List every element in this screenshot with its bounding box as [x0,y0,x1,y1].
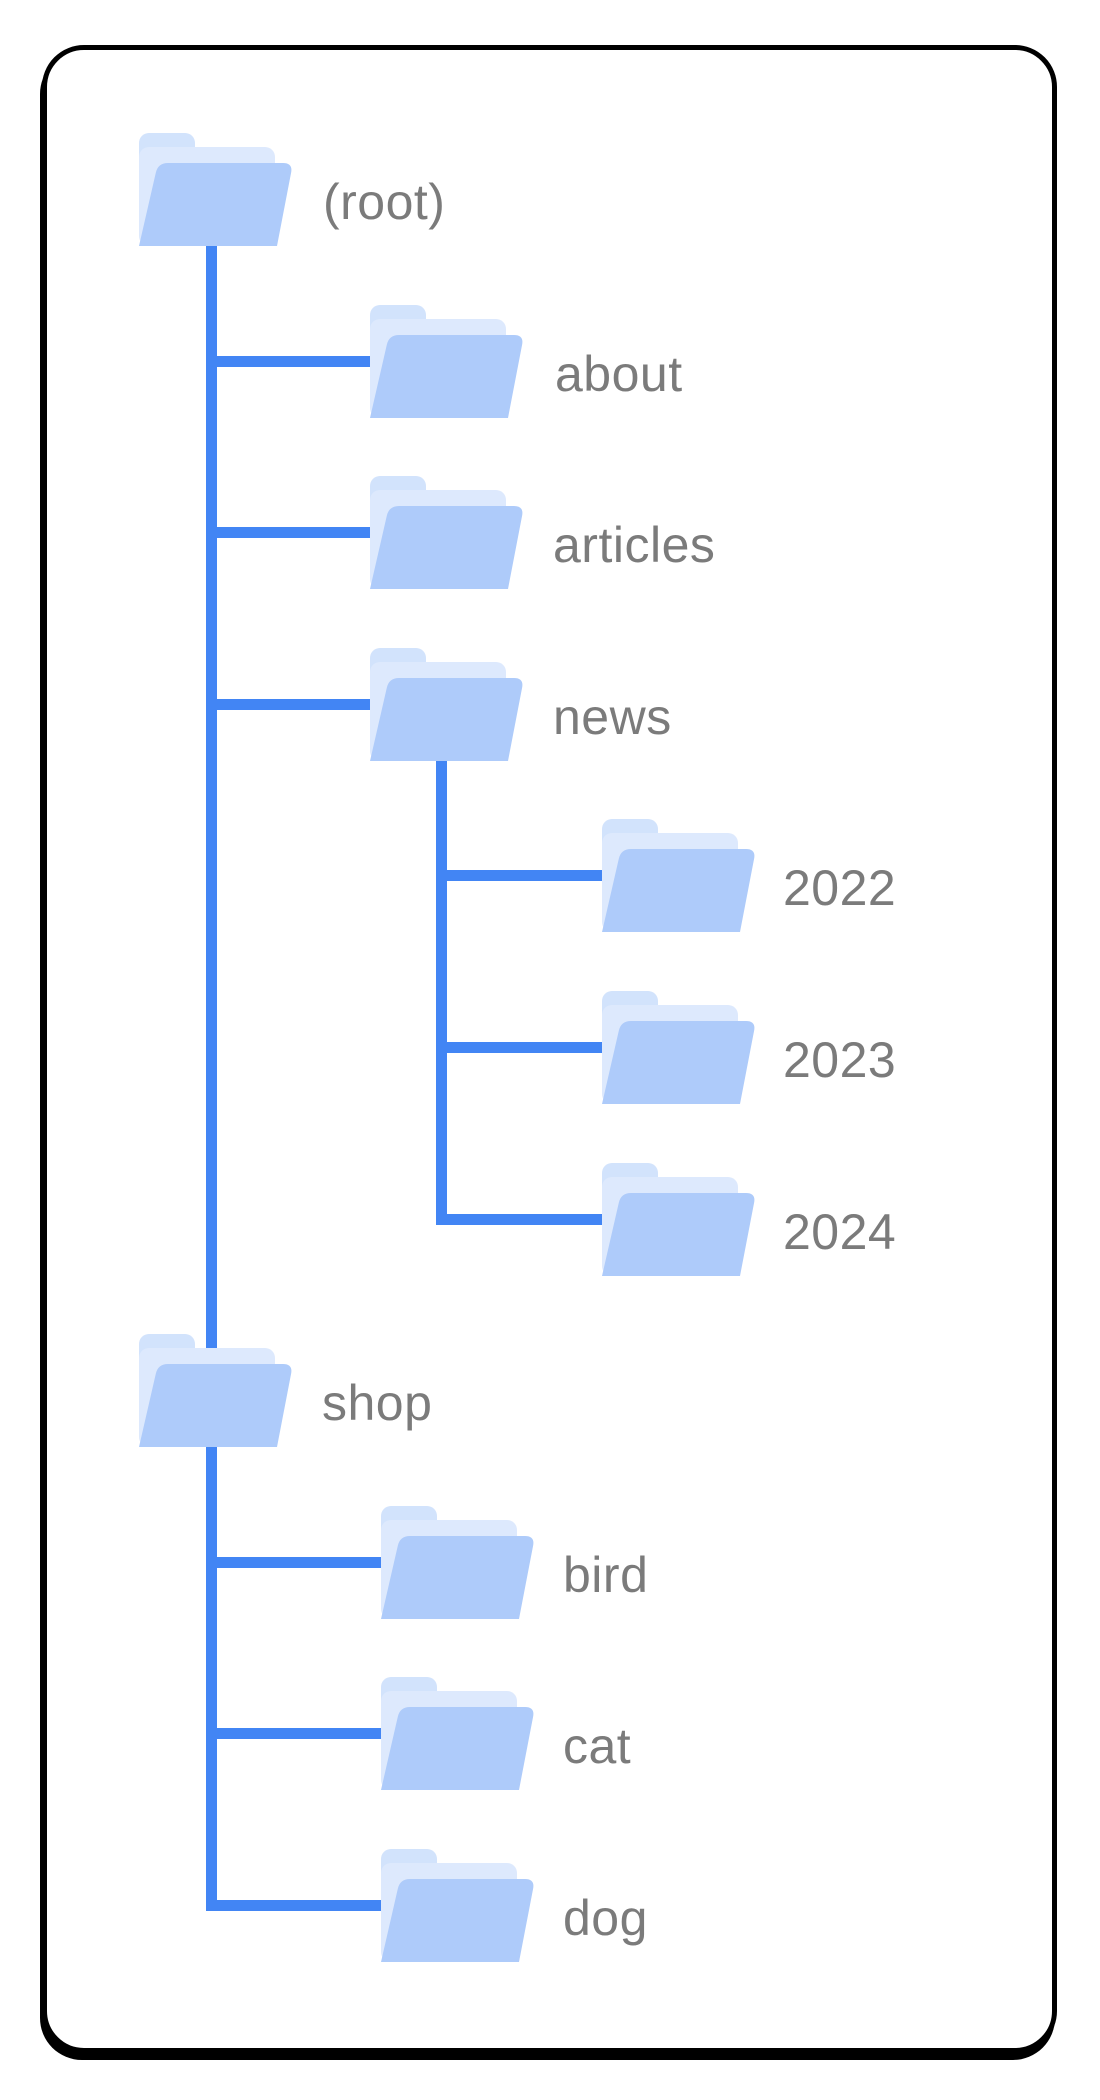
branch-2022-line [436,869,602,881]
folder-label-dog: dog [563,1890,648,1946]
folder-icon-shape [381,1848,534,1962]
folder-icon-shape [139,1333,292,1447]
folder-icon-2024 [602,1162,757,1276]
branch-articles-line [206,526,370,538]
folder-label-cat: cat [563,1718,632,1774]
folder-icon-news [370,647,525,761]
folder-icon-shape [370,475,523,589]
folder-icon-shape [370,647,523,761]
branch-bird-line [206,1556,381,1568]
folder-label-news: news [553,689,672,745]
folder-icon-articles [370,475,525,589]
branch-2023-line [436,1041,602,1053]
news-trunk-line [436,758,447,1225]
branch-cat-line [206,1727,381,1739]
folder-icon-shape [602,818,755,932]
folder-icon-shape [381,1505,534,1619]
folder-icon-shape [381,1676,534,1790]
folder-icon-about [370,304,525,418]
folder-icon-shop [139,1333,294,1447]
branch-about-line [206,355,370,367]
folder-label-articles: articles [553,517,716,573]
branch-news-line [206,698,370,710]
folder-label-2022: 2022 [783,860,897,916]
folder-icon-dog [381,1848,536,1962]
folder-label-2023: 2023 [783,1032,897,1088]
folder-icon-bird [381,1505,536,1619]
root-trunk-line [206,245,217,1911]
folder-icon-shape [602,1162,755,1276]
folder-icon-cat [381,1676,536,1790]
folder-icon-shape [139,132,292,246]
folder-label-shop: shop [322,1375,433,1431]
folder-icon-root [139,132,294,246]
folder-icon-shape [602,990,755,1104]
folder-label-2024: 2024 [783,1204,897,1260]
folder-icon-2022 [602,818,757,932]
folder-label-about: about [555,346,683,402]
branch-2024-line [436,1213,602,1225]
branch-dog-line [206,1899,381,1911]
folder-label-bird: bird [563,1547,649,1603]
folder-label-root: (root) [323,174,446,230]
folder-icon-2023 [602,990,757,1104]
folder-icon-shape [370,304,523,418]
